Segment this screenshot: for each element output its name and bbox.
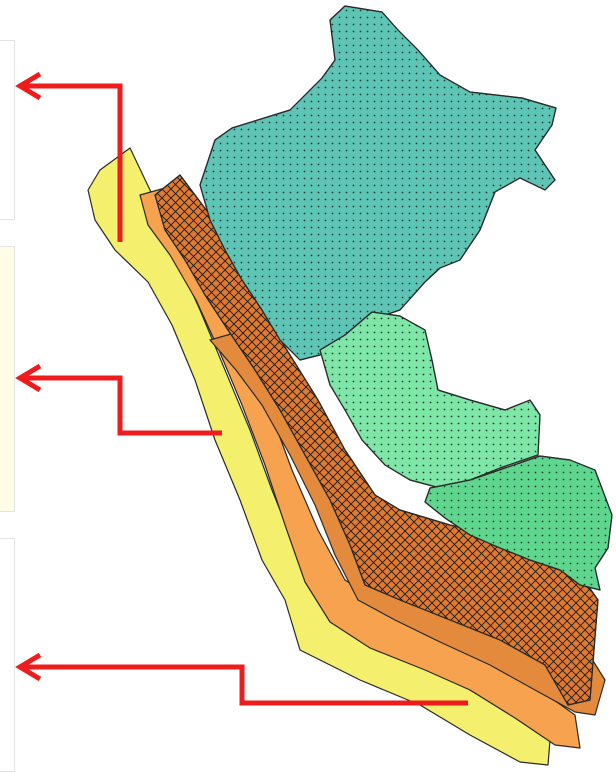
side-panel-edge-middle	[0, 246, 15, 512]
northern-rainforest-pattern	[199, 5, 557, 361]
arrow-middle	[15, 363, 222, 436]
coastal-desert-zone	[87, 147, 551, 766]
side-panel-edge-top	[0, 40, 15, 220]
arrow-top	[15, 71, 123, 242]
arrow-bottom	[15, 652, 468, 706]
southern-rainforest-pattern	[424, 455, 613, 591]
central-rainforest-pattern	[319, 311, 541, 489]
puna-pattern	[154, 174, 599, 706]
